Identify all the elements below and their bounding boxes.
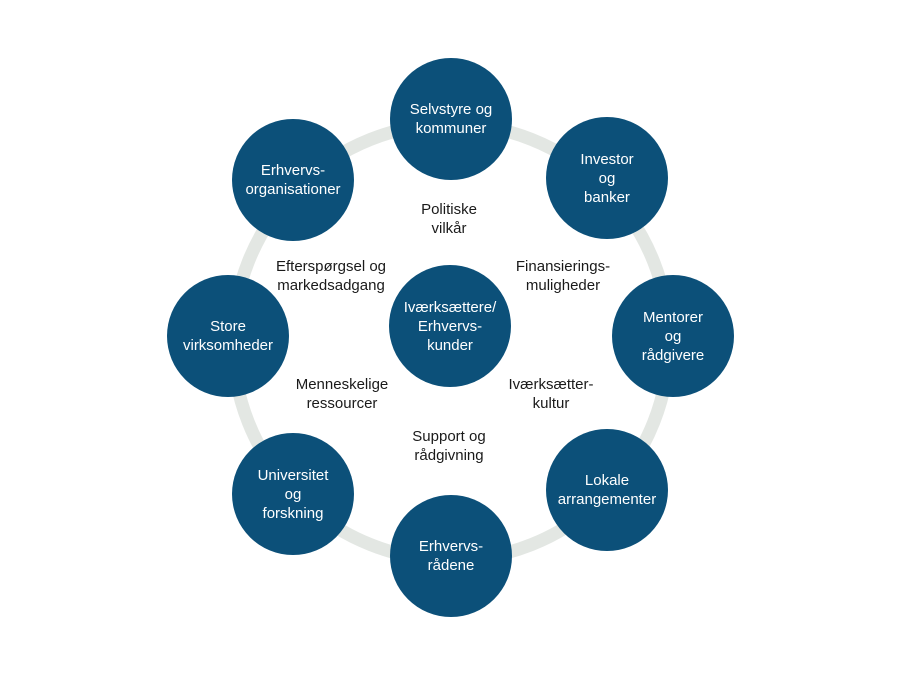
node-investor: Investor og banker bbox=[546, 117, 668, 239]
node-label: Mentorer og rådgivere bbox=[641, 308, 705, 364]
label-menneskelige-ressourcer: Menneskelige ressourcer bbox=[295, 376, 389, 412]
node-label: Lokale arrangementer bbox=[557, 472, 657, 508]
node-label: Erhvervs- organisationer bbox=[245, 162, 341, 198]
label-efterspoergsel: Efterspørgsel og markedsadgang bbox=[275, 258, 387, 294]
node-label: Store virksomheder bbox=[182, 318, 274, 354]
node-erhvervsorganisationer: Erhvervs- organisationer bbox=[232, 119, 354, 241]
node-mentorer: Mentorer og rådgivere bbox=[612, 275, 734, 397]
node-universitet: Universitet og forskning bbox=[232, 433, 354, 555]
node-selvstyre: Selvstyre og kommuner bbox=[390, 58, 512, 180]
label-finansieringsmuligheder: Finansierings- muligheder bbox=[515, 258, 611, 294]
center-node-label: Iværksættere/ Erhvervs- kunder bbox=[403, 298, 497, 354]
label-ivaerksaetterkultur: Iværksætter- kultur bbox=[508, 376, 594, 412]
node-lokale: Lokale arrangementer bbox=[546, 429, 668, 551]
label-politiske-vilkaar: Politiske vilkår bbox=[421, 201, 477, 237]
node-label: Investor og banker bbox=[580, 150, 634, 206]
node-store-virksomheder: Store virksomheder bbox=[167, 275, 289, 397]
node-label: Erhvervs- rådene bbox=[418, 538, 484, 574]
label-support-og-raadgivning: Support og rådgivning bbox=[412, 428, 486, 464]
center-node: Iværksættere/ Erhvervs- kunder bbox=[389, 265, 511, 387]
node-erhvervsraadene: Erhvervs- rådene bbox=[390, 495, 512, 617]
node-label: Selvstyre og kommuner bbox=[409, 101, 493, 137]
node-label: Universitet og forskning bbox=[257, 466, 329, 522]
